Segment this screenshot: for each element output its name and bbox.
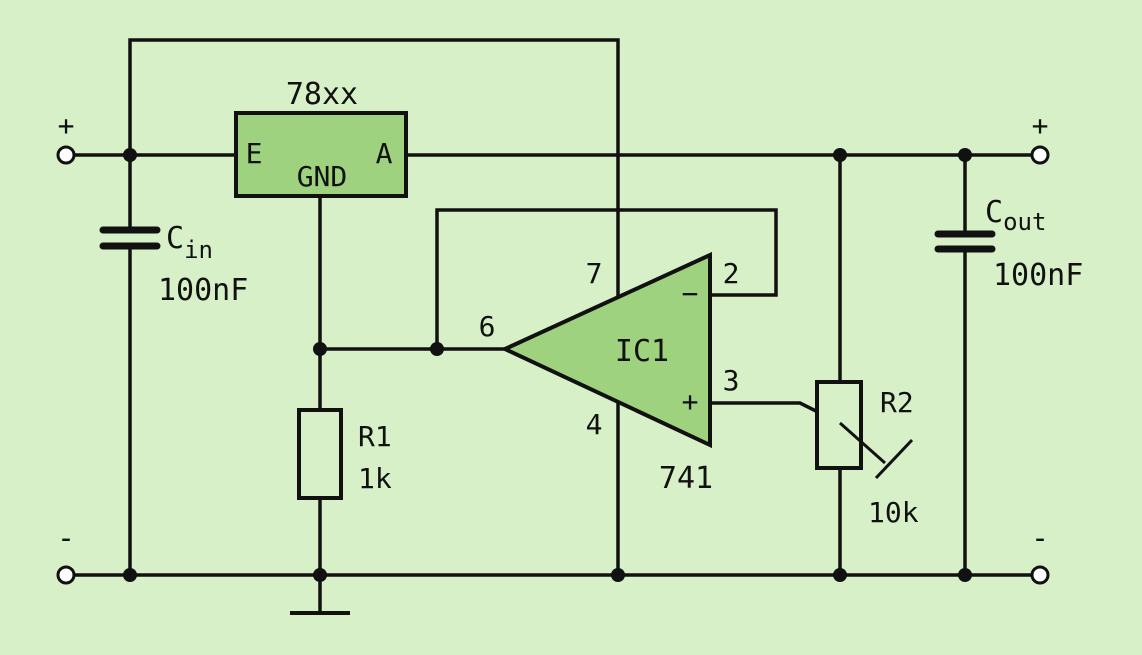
opamp-ic1 [500,251,712,449]
cout-value: 100nF [993,258,1083,293]
cin-value: 100nF [158,273,248,308]
opamp-pin-2: 2 [723,257,740,290]
junction-dot [430,342,444,356]
terminal-out-plus-label: + [1032,109,1049,142]
cin-label: Cin [166,221,213,264]
junctions [123,148,972,582]
opamp-pin-3: 3 [723,364,740,397]
junction-dot [833,568,847,582]
junction-dot [123,148,137,162]
potentiometer-wiper [839,421,886,465]
cout-label: Cout [985,195,1046,236]
regulator-name: 78xx [286,77,358,112]
wires [70,38,1034,614]
terminal-out-minus [1030,565,1050,585]
junction-dot [958,568,972,582]
capacitor-cin [99,226,161,250]
potentiometer-adjust-mark [874,438,914,480]
terminal-in-plus [56,145,76,165]
opamp-name: IC1 [615,334,669,369]
regulator-pin-gnd: GND [297,160,348,193]
opamp-part: 741 [659,461,713,496]
junction-dot [123,568,137,582]
terminals [56,145,1050,585]
junction-dot [958,148,972,162]
regulator-pin-e: E [246,137,263,170]
opamp-pin-7: 7 [586,257,603,290]
regulator-pin-a: A [376,137,393,170]
r2-name: R2 [880,386,914,419]
junction-dot [833,148,847,162]
terminal-in-minus-label: - [57,521,75,556]
r1-value: 1k [358,462,392,495]
terminal-in-minus [56,565,76,585]
terminal-out-minus-label: - [1031,521,1049,556]
resistor-r1 [297,408,343,500]
junction-dot [313,568,327,582]
opamp-pin-4: 4 [586,408,603,441]
terminal-in-plus-label: + [58,109,75,142]
junction-dot [611,568,625,582]
r1-name: R1 [358,420,392,453]
opamp-minus-input: − [682,277,699,310]
capacitor-cout [934,230,996,253]
r2-value: 10k [868,496,919,529]
opamp-plus-input: + [682,385,699,418]
potentiometer-r2 [815,380,863,470]
wire-feedback [435,208,778,351]
junction-dot [313,342,327,356]
terminal-out-plus [1030,145,1050,165]
regulator-78xx [234,111,408,198]
opamp-pin-6: 6 [479,310,496,343]
